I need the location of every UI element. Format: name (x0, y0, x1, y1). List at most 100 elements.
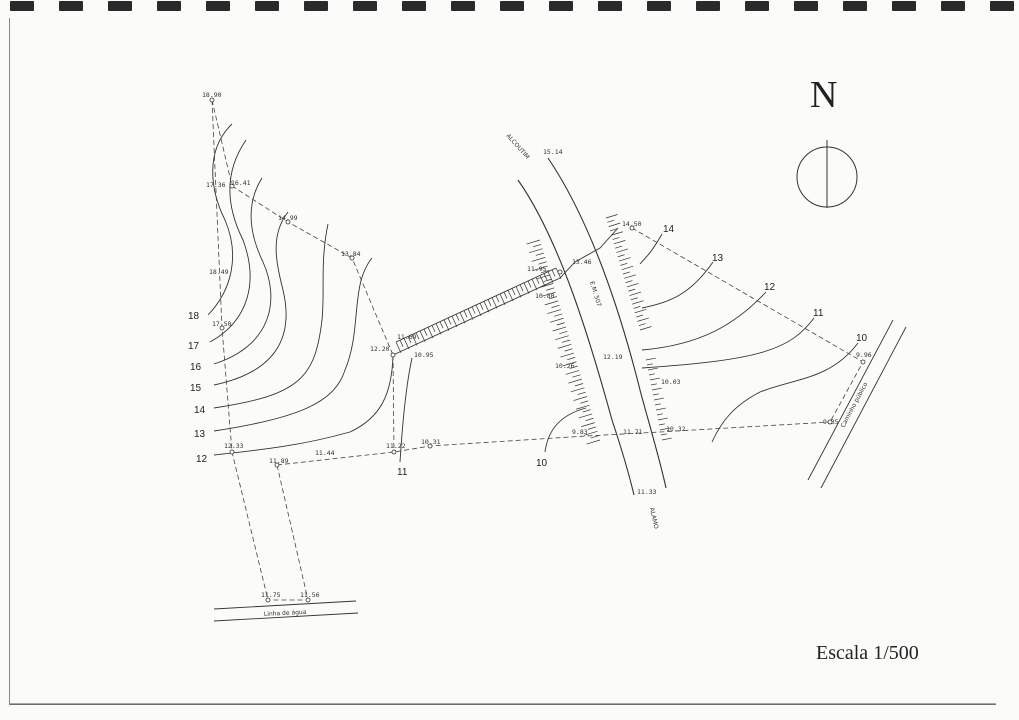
hachure-tick (621, 265, 634, 271)
binding-hole (892, 1, 916, 11)
spot-height-label: 9.83 (572, 428, 588, 436)
hachure-tick (499, 293, 506, 305)
hachure-tick (617, 254, 625, 258)
embankment-outline (392, 227, 619, 356)
spot-marker (265, 597, 271, 603)
hachure-tick (543, 278, 552, 282)
hachure-tick (549, 317, 564, 323)
hachure-tick (661, 437, 672, 441)
road-name: E.M. 507 (588, 281, 602, 308)
hachure-tick (455, 314, 460, 321)
contour-label: 18 (188, 311, 200, 322)
water-line-label: Linha de água (264, 609, 307, 618)
spot-marker (629, 225, 635, 231)
spot-height-label: 14.99 (278, 214, 298, 222)
hachure-tick (531, 257, 546, 262)
spot-height-label: 10.31 (421, 438, 441, 446)
hachure-tick (487, 299, 492, 307)
spot-height-label: 10.80 (535, 292, 555, 300)
hachure-tick (583, 430, 598, 436)
hachure-tick (495, 295, 500, 303)
hachure-tick (543, 273, 548, 281)
contour-label: 14 (663, 224, 675, 235)
hachure-tick (479, 303, 484, 310)
hachure-tick (580, 400, 589, 404)
binding-hole (941, 1, 965, 11)
spot-height-label: 18.90 (202, 91, 222, 99)
spot-height-label: 17.50 (212, 320, 232, 328)
spot-height-label: 16.41 (231, 179, 251, 187)
hachure-tick (659, 427, 670, 431)
spot-height-label: 11.71 (623, 428, 643, 436)
spot-height-label: 11.75 (261, 591, 281, 599)
contour-line-15 (213, 211, 289, 386)
hachure-tick (625, 280, 633, 283)
hachure-tick (657, 417, 668, 421)
hachure-tick (616, 248, 629, 253)
contour-line-14-right (639, 233, 663, 265)
contour-label: 15 (190, 383, 202, 394)
binding-hole (794, 1, 818, 11)
hachure-tick (435, 323, 442, 335)
hachure-tick (578, 413, 593, 419)
hachure-tick (613, 240, 626, 245)
hachure-tick (471, 306, 476, 314)
contour-label: 16 (190, 362, 202, 373)
contour-line-16 (213, 177, 272, 365)
hachure-tick (618, 257, 631, 262)
hachure-tick (535, 252, 545, 256)
hachure-tick (563, 361, 577, 367)
hachure-tick (573, 396, 588, 401)
hachure-tick (531, 278, 538, 291)
hachure-tick (407, 336, 412, 344)
binding-hole (353, 1, 377, 11)
hachure-tick (585, 417, 594, 422)
hachure-tick (467, 308, 474, 320)
hachure-tick (653, 397, 664, 401)
hachure-tick (605, 214, 618, 219)
road-edge-east (547, 157, 667, 489)
hachure-tick (608, 222, 621, 227)
hachure-tick (574, 383, 584, 387)
hachure-tick (651, 387, 662, 391)
contour-label: 10 (856, 333, 868, 344)
hachure-tick (519, 284, 524, 292)
hachure-tick (647, 367, 658, 371)
hachure-tick (542, 291, 556, 297)
spot-height-label: 11.56 (300, 591, 320, 599)
hachure-tick (552, 326, 567, 332)
contour-line-17 (209, 139, 251, 343)
hachure-tick (612, 237, 620, 240)
spot-height-label: 18.49 (209, 268, 229, 276)
hachure-tick (395, 341, 402, 354)
spot-marker (349, 255, 355, 261)
hachure-tick (620, 262, 628, 266)
hachure-tick (590, 435, 599, 439)
hachure-tick (547, 309, 561, 314)
hachure-tick (443, 319, 450, 331)
hachure-tick (609, 228, 617, 232)
binding-hole (451, 1, 475, 11)
contour-line-13-right (641, 261, 714, 309)
hachure-tick (637, 317, 649, 322)
spot-marker (390, 352, 396, 358)
spot-height-label: 13.46 (572, 258, 592, 266)
hachure-tick (564, 348, 573, 352)
spot-marker (427, 443, 433, 449)
binding-hole (549, 1, 573, 11)
hachure-tick (535, 277, 540, 284)
survey-line-south (276, 421, 831, 466)
spot-height-label: 17.36 (206, 181, 226, 189)
spot-marker (274, 462, 280, 468)
spot-height-label: 14.50 (622, 220, 642, 228)
north-indicator-letter: N (810, 74, 838, 116)
hachure-tick (615, 245, 623, 249)
hachure-tick (475, 304, 482, 317)
contour-line-12-right (641, 291, 767, 351)
survey-line-east (631, 227, 864, 423)
hachure-tick (423, 328, 428, 336)
hachure-tick (515, 286, 522, 298)
hachure-tick (645, 357, 656, 361)
public-path-edge-west (807, 319, 894, 481)
contour-label: 14 (194, 405, 206, 416)
